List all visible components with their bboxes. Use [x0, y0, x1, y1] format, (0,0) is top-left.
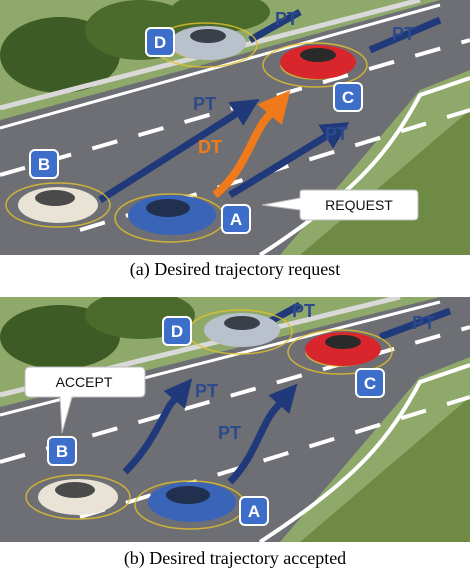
svg-text:REQUEST: REQUEST [325, 197, 393, 213]
dt-label: DT [198, 137, 222, 157]
badge-d: D [145, 27, 175, 57]
svg-text:D: D [171, 322, 183, 341]
svg-text:A: A [230, 210, 242, 229]
car-d [204, 313, 280, 347]
panel-b-scene: PT PT PT PT D C B A ACCEPT [0, 297, 470, 542]
badge-c: C [355, 368, 385, 398]
road-edge-curve [258, 76, 470, 255]
svg-text:C: C [342, 88, 354, 107]
svg-text:ACCEPT: ACCEPT [56, 374, 113, 390]
grass-area [300, 397, 470, 542]
svg-text:A: A [248, 502, 260, 521]
pt-label-c: PT [392, 24, 415, 44]
request-bubble: REQUEST [261, 189, 419, 221]
car-b [18, 187, 98, 223]
pt-label-d: PT [275, 9, 298, 29]
svg-text:B: B [56, 442, 68, 461]
car-c [280, 45, 356, 79]
pt-label-c: PT [412, 313, 435, 333]
badge-b: B [47, 436, 77, 466]
pt-label-b: PT [195, 381, 218, 401]
car-d [170, 26, 246, 60]
dt-arrow [212, 90, 291, 199]
caption-b: (b) Desired trajectory accepted [123, 548, 347, 568]
pt-arrow-b [98, 99, 260, 203]
pt-label-b: PT [193, 94, 216, 114]
panel-b-illustration: PT PT PT PT D C B A ACCEPT [0, 297, 470, 542]
svg-text:D: D [154, 33, 166, 52]
pt-label-a: PT [325, 124, 348, 144]
panel-a-illustration: PT PT PT PT DT D C B A REQUEST [0, 0, 470, 255]
car-a [148, 482, 236, 522]
pt-arrow-c [378, 307, 452, 341]
pt-arrow-d [248, 8, 302, 44]
caption-a: (a) Desired trajectory request [129, 259, 341, 279]
pt-arrow-a [228, 122, 350, 198]
pt-arrow-c [368, 16, 442, 54]
pt-arrow-a [227, 383, 298, 485]
car-b [38, 479, 118, 515]
badge-b: B [29, 149, 59, 179]
pt-arrow-b [122, 378, 193, 475]
svg-text:C: C [364, 374, 376, 393]
pt-label-d: PT [292, 301, 315, 321]
badge-c: C [333, 82, 363, 112]
badge-a: A [221, 204, 251, 234]
road-edge-curve [258, 363, 470, 542]
accept-bubble: ACCEPT [24, 366, 146, 434]
badge-a: A [239, 496, 269, 526]
car-c [305, 332, 381, 366]
panel-a-scene: PT PT PT PT DT D C B A REQUEST [0, 0, 470, 255]
car-a [128, 195, 216, 235]
svg-text:B: B [38, 155, 50, 174]
badge-d: D [162, 316, 192, 346]
pt-label-a: PT [218, 423, 241, 443]
